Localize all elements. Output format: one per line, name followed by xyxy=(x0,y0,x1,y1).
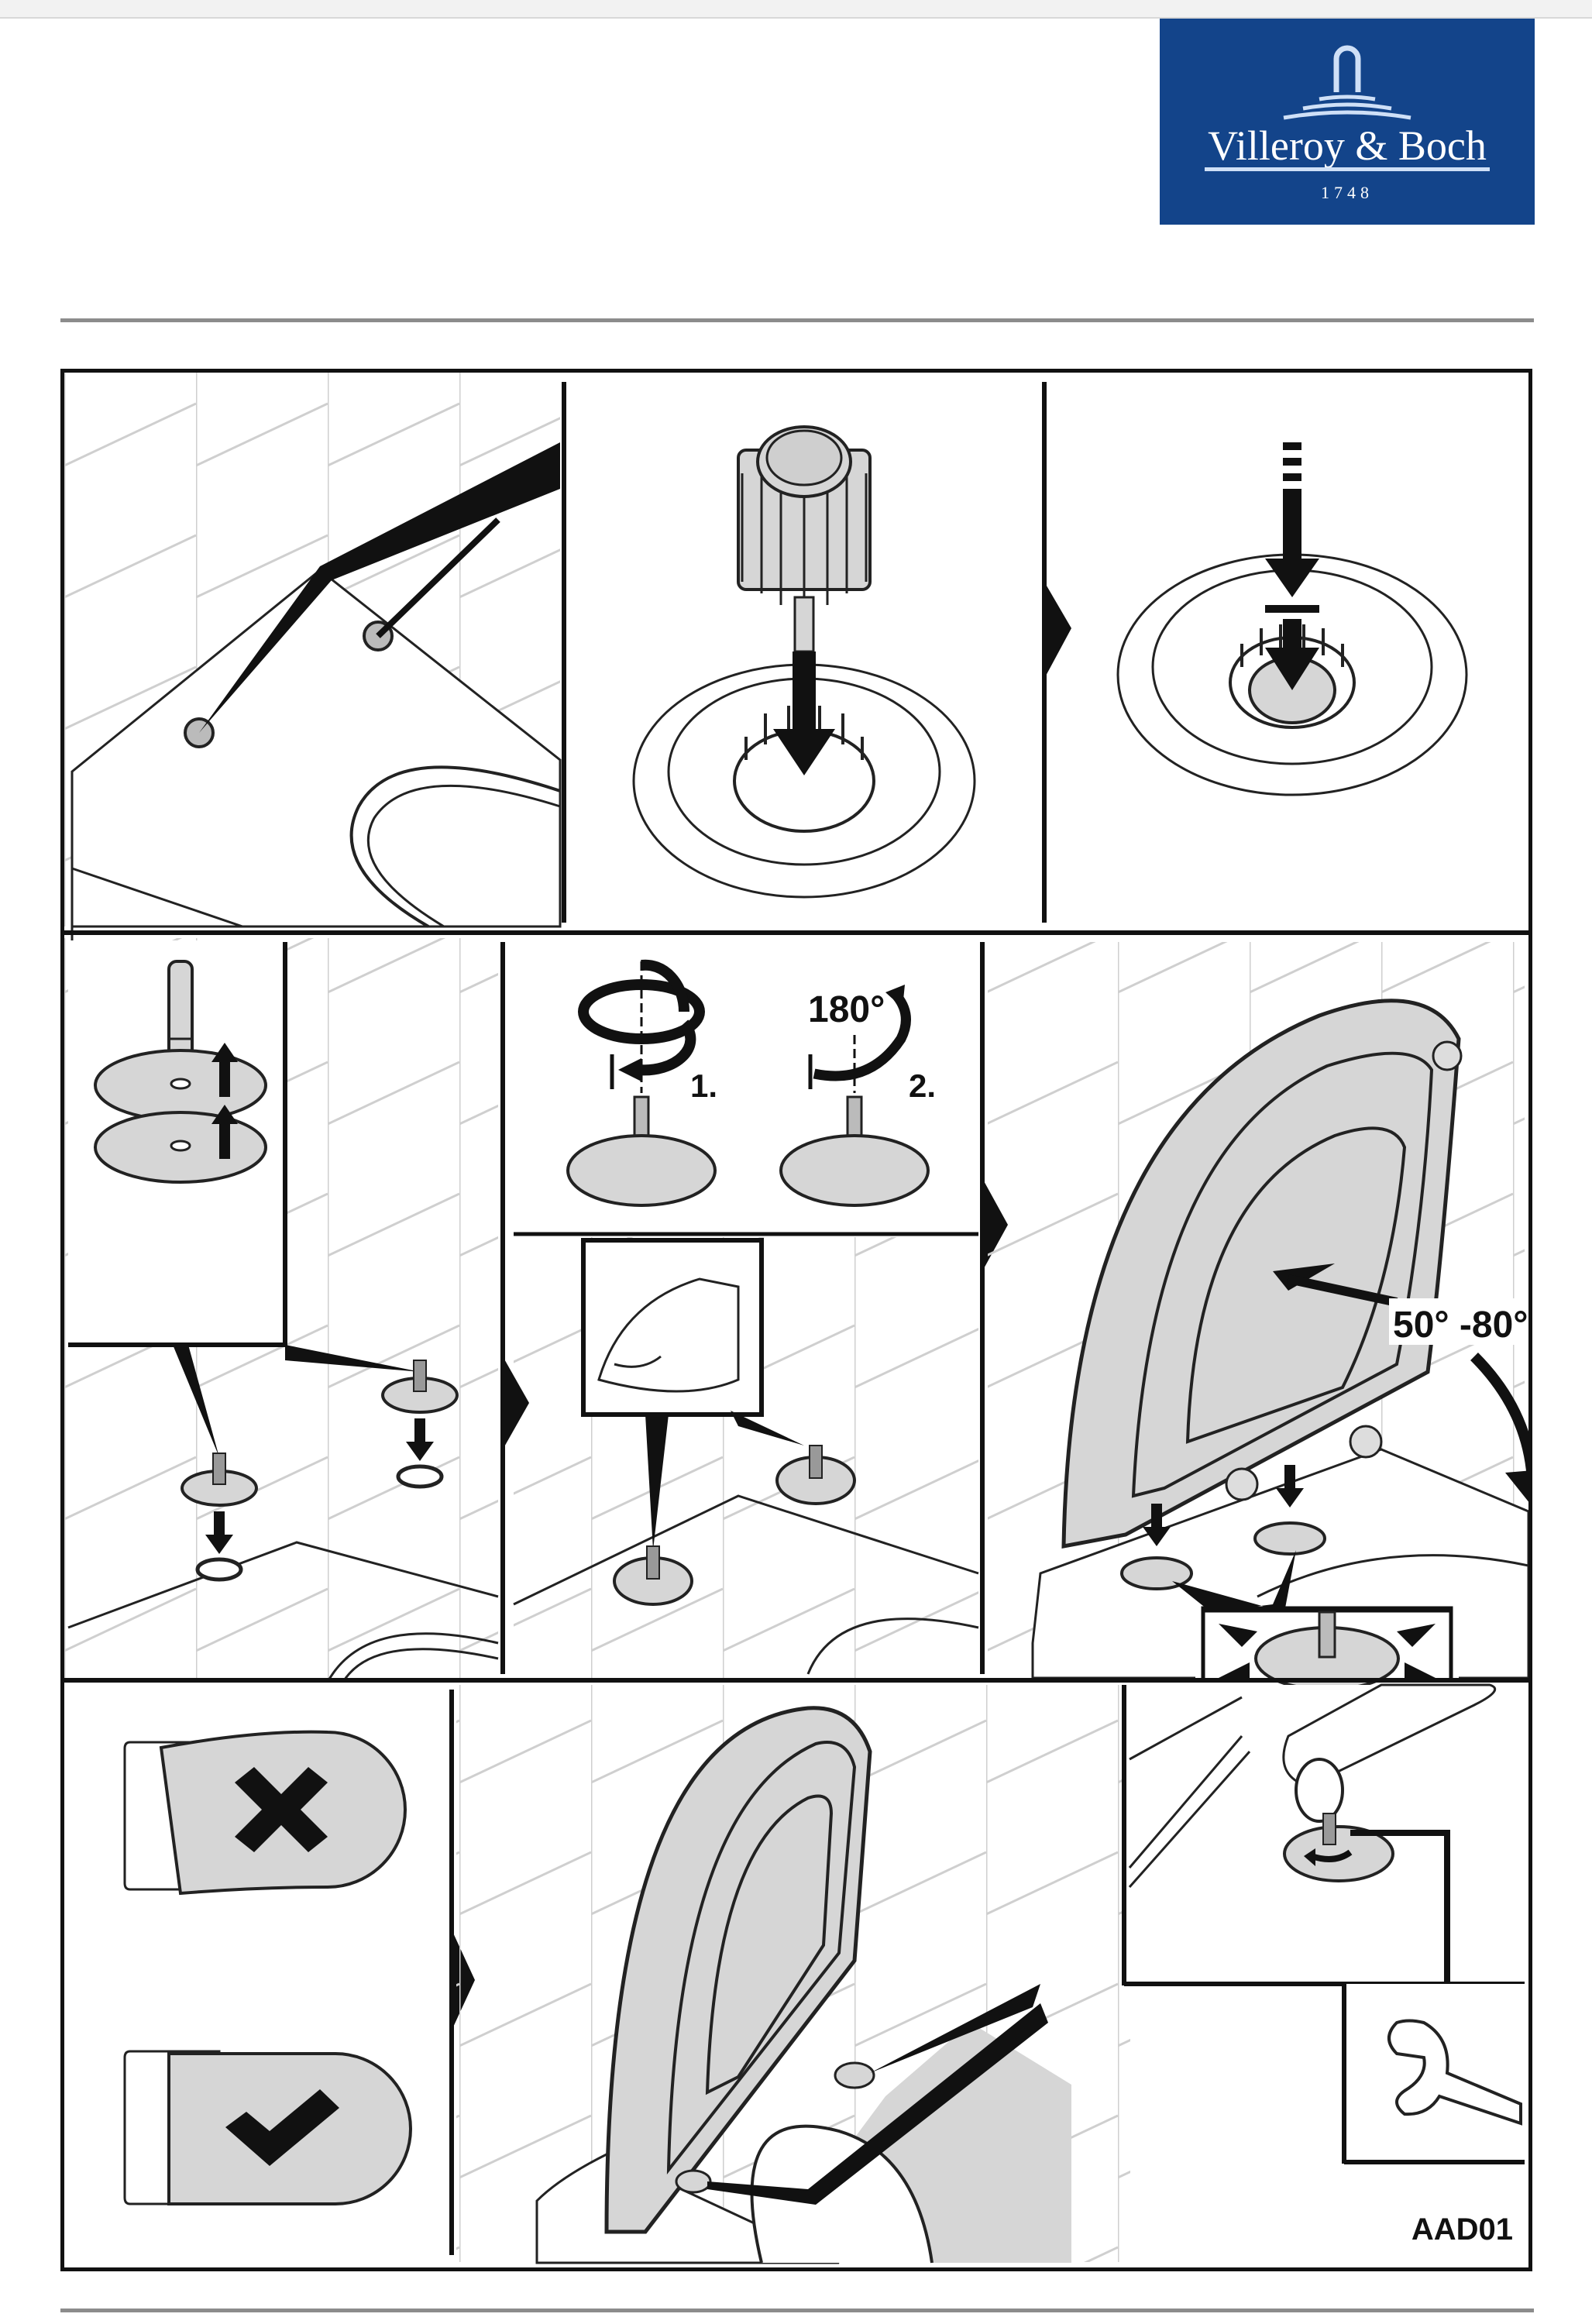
step-1-label: 1. xyxy=(690,1067,717,1104)
panel-adjust-bolts: 1. 180° 2. xyxy=(513,959,979,1679)
header-rule xyxy=(60,318,1534,322)
press-arrow xyxy=(1265,442,1319,597)
row-1 xyxy=(64,373,1468,985)
check-icon xyxy=(225,2089,339,2166)
rotation-label: 180° xyxy=(808,989,885,1030)
step-arrow xyxy=(1044,582,1071,679)
panel-insert-plug xyxy=(632,425,976,899)
wrench-icon xyxy=(1387,2019,1522,2126)
brand-founded: 1748 xyxy=(1321,183,1374,202)
footer-rule xyxy=(60,2309,1534,2312)
panel-fixing-holes xyxy=(64,373,562,985)
rotate-step-2: 180° 2. xyxy=(779,985,936,1207)
panel-seat-orientation xyxy=(123,1730,412,2205)
rotate-step-1: 1. xyxy=(566,959,717,1207)
document-code: AAD01 xyxy=(1411,2212,1513,2247)
expansion-plug xyxy=(737,425,872,653)
brand-logo: Villeroy & Boch 1748 xyxy=(1160,19,1535,225)
row-2: 1. 180° 2. xyxy=(64,938,1528,1691)
down-arrow xyxy=(773,651,835,775)
toilet-seat-lid xyxy=(1061,999,1463,1549)
correct-orientation xyxy=(123,2050,412,2205)
panel-mount-bolts xyxy=(64,938,499,1683)
angle-label: 50° -80° xyxy=(1393,1305,1528,1346)
villeroy-boch-logo: Villeroy & Boch 1748 xyxy=(1205,45,1490,202)
panel-attach-seat: 50° -80° xyxy=(988,942,1528,1691)
row-3: AAD01 xyxy=(123,1683,1525,2264)
wrong-orientation xyxy=(123,1730,407,1896)
bolt-exploded xyxy=(94,960,267,1184)
step-2-label: 2. xyxy=(909,1067,936,1104)
hinge-detail xyxy=(1128,1683,1497,1984)
viewer-top-bar xyxy=(0,0,1592,19)
cross-icon xyxy=(235,1767,328,1852)
panel-tighten-seat xyxy=(456,1685,1130,2264)
panel-press-plug xyxy=(1116,442,1468,796)
instruction-sheet: 1. 180° 2. xyxy=(60,369,1532,2271)
brand-name: Villeroy & Boch xyxy=(1208,122,1487,169)
